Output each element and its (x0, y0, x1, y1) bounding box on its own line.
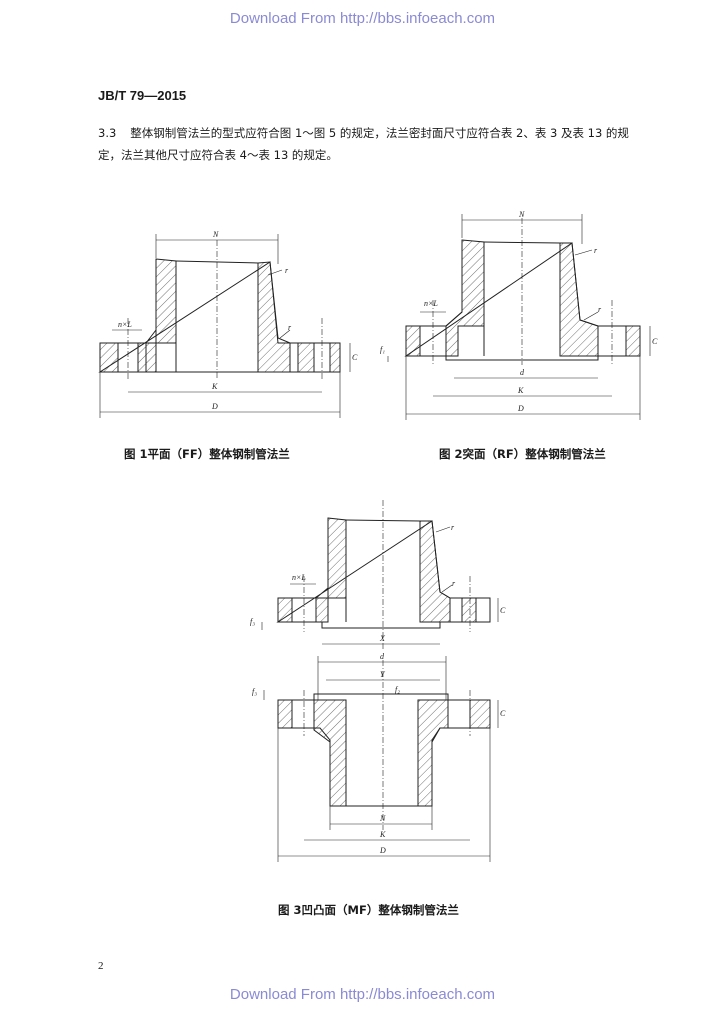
figure-2-caption: 图 2突面（RF）整体钢制管法兰 (439, 446, 606, 462)
fig3-dim-X: X (379, 634, 386, 643)
fig1-dim-C: C (352, 353, 358, 362)
fig2-dim-d: d (520, 368, 525, 377)
figure-2-title: 突面（RF）整体钢制管法兰 (462, 447, 606, 461)
fig3-dim-f3: f₃ (250, 617, 255, 626)
fig2-dim-r-top: r (594, 246, 598, 255)
watermark-bottom: Download From http://bbs.infoeach.com (229, 986, 496, 1003)
clause-line-2: 定，法兰其他尺寸应符合表 4～表 13 的规定。 (98, 148, 338, 162)
fig2-dim-N: N (518, 210, 525, 219)
clause-number: 3.3 (98, 126, 117, 140)
fig2-dim-K: K (517, 386, 524, 395)
fig1-dim-r-top: r (285, 266, 289, 275)
fig3-dim-nL: n×L (292, 573, 306, 582)
page-number: 2 (98, 960, 104, 972)
clause-line-1: 整体钢制管法兰的型式应符合图 1～图 5 的规定，法兰密封面尺寸应符合表 2、表… (130, 126, 629, 140)
figure-1-label: 图 1 (124, 447, 148, 461)
figure-1-caption: 图 1平面（FF）整体钢制管法兰 (124, 446, 290, 462)
fig2-dim-D: D (517, 404, 524, 413)
fig3-dim-r-top: r (451, 523, 455, 532)
clause-3-3: 3.3 整体钢制管法兰的型式应符合图 1～图 5 的规定，法兰密封面尺寸应符合表 … (98, 122, 678, 166)
figure-3-title: 凹凸面（MF）整体钢制管法兰 (301, 903, 459, 917)
fig3-dim-C-upper: C (500, 606, 506, 615)
fig2-dim-r-bottom: r (598, 305, 602, 314)
fig2-dim-C: C (652, 337, 658, 346)
fig3-dim-r-bottom: r (452, 579, 456, 588)
fig3-dim-K: K (379, 830, 386, 839)
fig2-dim-nL: n×L (424, 299, 438, 308)
figure-3-lower-drawing (263, 656, 499, 862)
fig3-dim-N: N (379, 814, 386, 823)
figure-2-drawing (387, 214, 651, 420)
fig1-dim-nL: n×L (118, 320, 132, 329)
fig1-dim-K: K (211, 382, 218, 391)
standard-number: JB/T 79—2015 (98, 88, 187, 103)
figure-2-label: 图 2 (439, 447, 463, 461)
figure-3-caption: 图 3凹凸面（MF）整体钢制管法兰 (278, 902, 459, 918)
fig3-dim-f3-lower: f₃ (252, 687, 257, 696)
figure-1-drawing (98, 234, 351, 418)
watermark-top: Download From http://bbs.infoeach.com (229, 10, 496, 27)
fig3-dim-d: d (380, 652, 385, 661)
figure-1-title: 平面（FF）整体钢制管法兰 (147, 447, 290, 461)
fig1-dim-r-bottom: r (288, 323, 292, 332)
figure-3-upper-drawing (261, 500, 499, 650)
fig3-dim-D: D (379, 846, 386, 855)
fig1-dim-D: D (211, 402, 218, 411)
fig3-dim-f2: f₂ (395, 685, 400, 694)
fig2-dim-f1: f₁ (380, 345, 385, 354)
fig3-dim-Y: Y (380, 670, 386, 679)
figure-3-label: 图 3 (278, 903, 302, 917)
fig1-dim-N: N (212, 230, 219, 239)
fig3-dim-C-lower: C (500, 709, 506, 718)
